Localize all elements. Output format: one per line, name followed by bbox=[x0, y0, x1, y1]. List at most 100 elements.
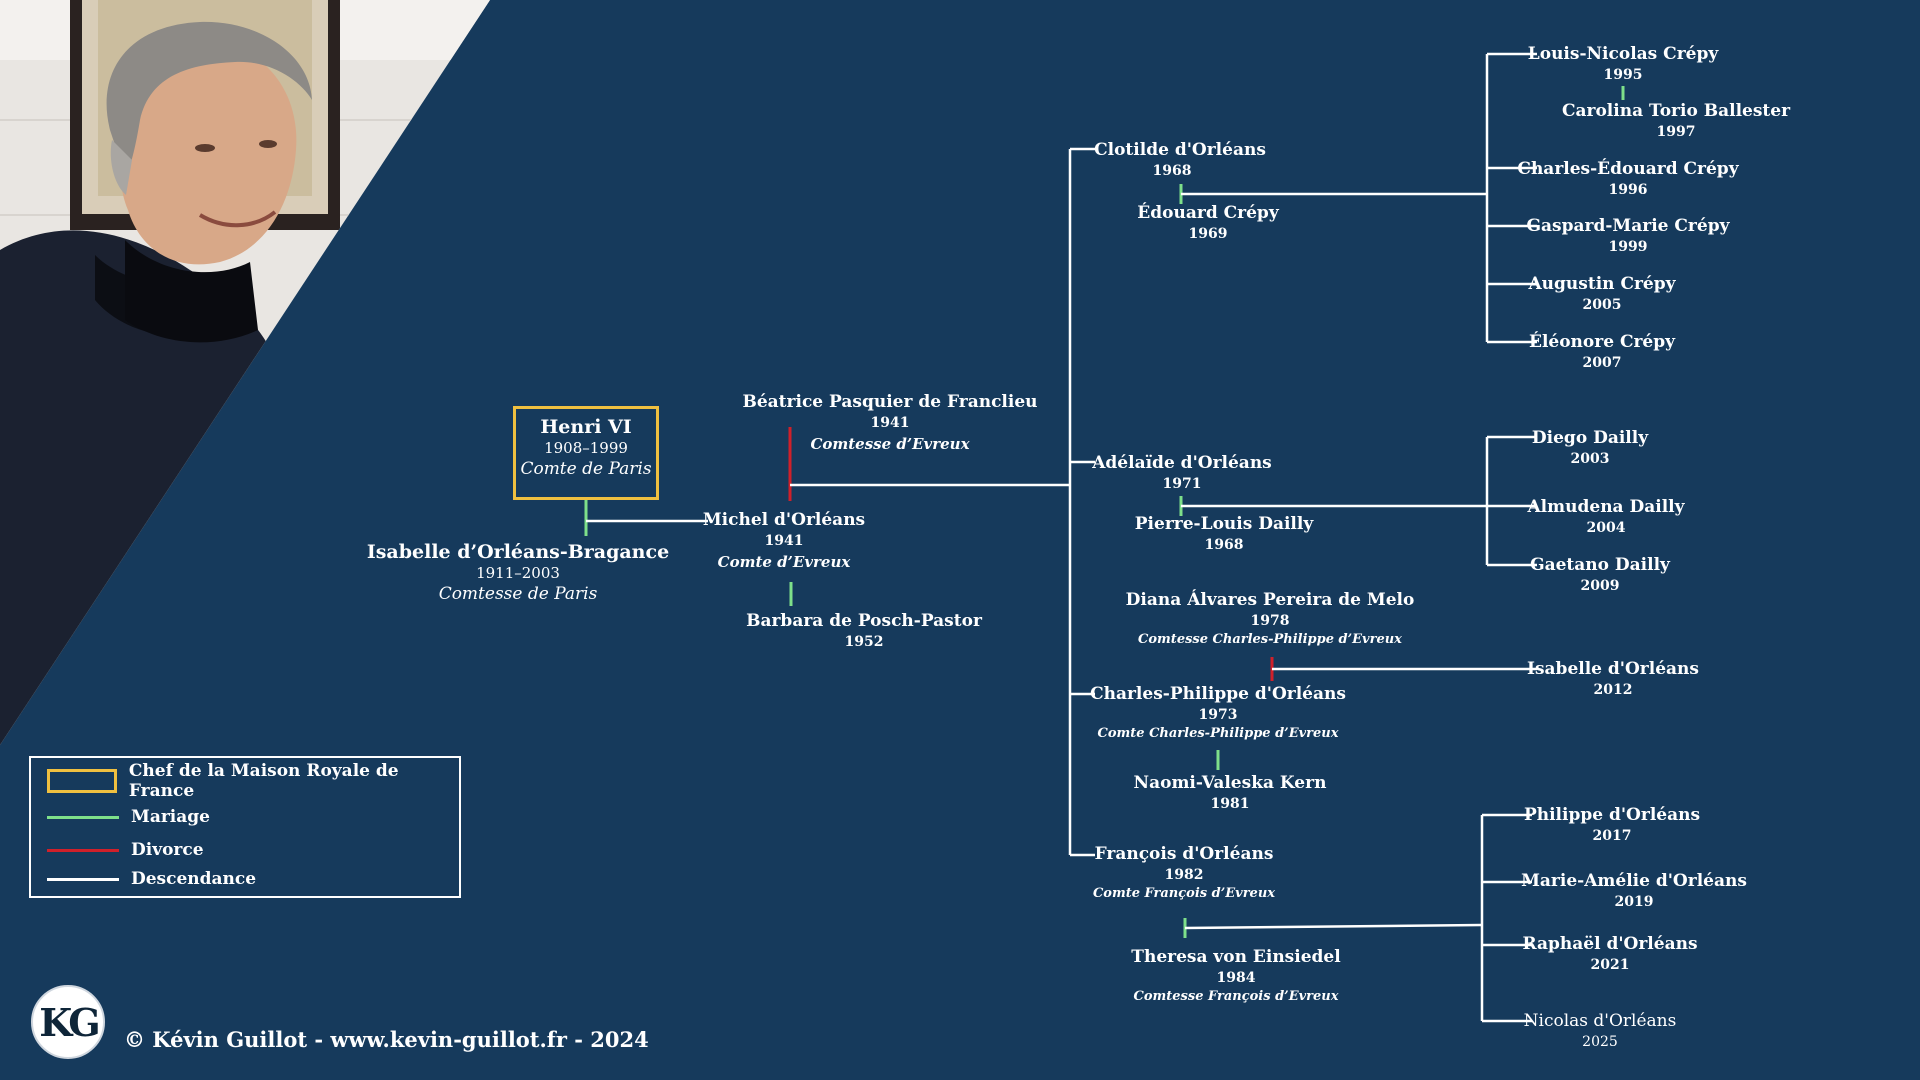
kg-logo: KG bbox=[31, 985, 105, 1059]
person-name: Pierre-Louis Dailly bbox=[1134, 514, 1314, 534]
person-name: Diego Dailly bbox=[1531, 428, 1649, 448]
person-naomi: Naomi-Valeska Kern 1981 bbox=[1134, 772, 1327, 814]
person-gaetano: Gaetano Dailly 2009 bbox=[1530, 554, 1670, 596]
person-name: Isabelle d'Orléans bbox=[1527, 659, 1699, 679]
person-almudena: Almudena Dailly 2004 bbox=[1527, 496, 1684, 538]
person-name: Carolina Torio Ballester bbox=[1561, 101, 1791, 121]
person-name: Clotilde d'Orléans bbox=[1094, 140, 1266, 160]
legend: Chef de la Maison Royale de France Maria… bbox=[29, 756, 461, 898]
person-clotilde: Clotilde d'Orléans 1968 bbox=[1094, 139, 1266, 181]
person-years: 1995 bbox=[1603, 67, 1643, 83]
person-isabelle-2012: Isabelle d'Orléans 2012 bbox=[1527, 658, 1699, 700]
person-philippe: Philippe d'Orléans 2017 bbox=[1524, 804, 1700, 846]
person-name: Barbara de Posch-Pastor bbox=[746, 611, 982, 631]
person-gaspard-marie: Gaspard-Marie Crépy 1999 bbox=[1527, 215, 1730, 257]
person-louis-nicolas: Louis-Nicolas Crépy 1995 bbox=[1528, 43, 1718, 85]
person-francois: François d'Orléans 1982 Comte François d… bbox=[1093, 843, 1275, 903]
person-years: 1941 bbox=[764, 533, 804, 549]
person-years: 2007 bbox=[1582, 355, 1622, 371]
person-diego: Diego Dailly 2003 bbox=[1532, 427, 1648, 469]
person-name: Almudena Dailly bbox=[1527, 497, 1685, 517]
person-name: Michel d'Orléans bbox=[702, 510, 866, 530]
person-title: Comtesse François d’Evreux bbox=[1133, 989, 1339, 1004]
person-beatrice: Béatrice Pasquier de Franclieu 1941 Comt… bbox=[742, 391, 1037, 455]
person-name: Philippe d'Orléans bbox=[1523, 805, 1701, 825]
person-years: 1978 bbox=[1250, 613, 1290, 629]
person-henri-vi: Henri VI 1908–1999 Comte de Paris bbox=[520, 416, 651, 480]
person-pierre-louis: Pierre-Louis Dailly 1968 bbox=[1135, 513, 1313, 555]
person-barbara: Barbara de Posch-Pastor 1952 bbox=[746, 610, 982, 652]
person-title: Comte Charles-Philippe d’Evreux bbox=[1097, 726, 1339, 741]
person-title: Comte d’Evreux bbox=[717, 553, 851, 571]
person-years: 1973 bbox=[1198, 707, 1238, 723]
person-years: 1941 bbox=[870, 415, 910, 431]
person-name: Raphaël d'Orléans bbox=[1522, 934, 1698, 954]
person-years: 1984 bbox=[1216, 970, 1256, 986]
person-charles-philippe: Charles-Philippe d'Orléans 1973 Comte Ch… bbox=[1090, 683, 1346, 743]
person-years: 2021 bbox=[1590, 957, 1630, 973]
person-years: 1968 bbox=[1152, 163, 1192, 179]
person-name: Charles-Édouard Crépy bbox=[1517, 159, 1739, 179]
person-years: 2025 bbox=[1582, 1034, 1618, 1050]
person-name: Éléonore Crépy bbox=[1528, 332, 1676, 352]
person-name: Diana Álvares Pereira de Melo bbox=[1125, 590, 1415, 610]
person-diana: Diana Álvares Pereira de Melo 1978 Comte… bbox=[1126, 589, 1415, 649]
person-carolina: Carolina Torio Ballester 1997 bbox=[1562, 100, 1790, 142]
person-title: Comte de Paris bbox=[520, 459, 652, 479]
person-name: Augustin Crépy bbox=[1528, 274, 1676, 294]
person-title: Comte François d’Evreux bbox=[1092, 886, 1276, 901]
person-years: 2017 bbox=[1592, 828, 1632, 844]
person-name: Marie-Amélie d'Orléans bbox=[1521, 871, 1747, 891]
person-years: 1999 bbox=[1608, 239, 1648, 255]
chef-box-henri bbox=[513, 406, 659, 500]
person-name: Henri VI bbox=[540, 416, 632, 438]
person-name: Louis-Nicolas Crépy bbox=[1527, 44, 1719, 64]
person-years: 1971 bbox=[1162, 476, 1202, 492]
person-theresa: Theresa von Einsiedel 1984 Comtesse Fran… bbox=[1131, 946, 1340, 1006]
legend-row-chef: Chef de la Maison Royale de France bbox=[47, 761, 459, 801]
person-adelaide: Adélaïde d'Orléans 1971 bbox=[1092, 452, 1272, 494]
person-isabelle-orleans-bragance: Isabelle d’Orléans-Bragance 1911–2003 Co… bbox=[367, 541, 669, 605]
person-nicolas: Nicolas d'Orléans 2025 bbox=[1524, 1010, 1677, 1052]
person-name: Adélaïde d'Orléans bbox=[1092, 453, 1272, 473]
person-years: 1996 bbox=[1608, 182, 1648, 198]
person-marie-amelie: Marie-Amélie d'Orléans 2019 bbox=[1521, 870, 1747, 912]
legend-swatch-descendance bbox=[47, 877, 119, 881]
person-charles-edouard: Charles-Édouard Crépy 1996 bbox=[1517, 158, 1738, 200]
copyright-text: © Kévin Guillot - www.kevin-guillot.fr -… bbox=[124, 1027, 649, 1052]
person-name: Naomi-Valeska Kern bbox=[1133, 773, 1327, 793]
person-name: Gaetano Dailly bbox=[1530, 555, 1670, 575]
person-name: Béatrice Pasquier de Franclieu bbox=[742, 392, 1038, 412]
person-years: 2019 bbox=[1614, 894, 1654, 910]
person-raphael: Raphaël d'Orléans 2021 bbox=[1522, 933, 1697, 975]
person-title: Comtesse Charles-Philippe d’Evreux bbox=[1138, 632, 1402, 647]
person-years: 1982 bbox=[1164, 867, 1204, 883]
person-name: Isabelle d’Orléans-Bragance bbox=[366, 541, 670, 563]
legend-row-mariage: Mariage bbox=[47, 804, 210, 830]
person-name: Gaspard-Marie Crépy bbox=[1526, 216, 1730, 236]
person-years: 1981 bbox=[1210, 796, 1250, 812]
person-years: 1968 bbox=[1204, 537, 1244, 553]
person-years: 1911–2003 bbox=[476, 564, 560, 582]
person-name: Édouard Crépy bbox=[1137, 203, 1279, 223]
person-years: 1952 bbox=[844, 634, 884, 650]
legend-row-descendance: Descendance bbox=[47, 866, 256, 892]
person-years: 2004 bbox=[1586, 520, 1626, 536]
legend-swatch-chef bbox=[47, 769, 117, 793]
legend-label-chef: Chef de la Maison Royale de France bbox=[128, 761, 399, 801]
legend-label-mariage: Mariage bbox=[131, 807, 210, 827]
person-title: Comtesse de Paris bbox=[438, 584, 598, 604]
legend-label-divorce: Divorce bbox=[131, 840, 204, 860]
person-name: Charles-Philippe d'Orléans bbox=[1090, 684, 1346, 704]
person-years: 2009 bbox=[1580, 578, 1620, 594]
person-years: 2012 bbox=[1593, 682, 1633, 698]
person-name: Theresa von Einsiedel bbox=[1131, 947, 1341, 967]
person-title: Comtesse d’Evreux bbox=[810, 435, 970, 453]
legend-label-descendance: Descendance bbox=[131, 869, 257, 889]
legend-swatch-mariage bbox=[47, 815, 119, 819]
person-name: François d'Orléans bbox=[1094, 844, 1274, 864]
person-name: Nicolas d'Orléans bbox=[1523, 1011, 1677, 1031]
person-years: 2005 bbox=[1582, 297, 1622, 313]
